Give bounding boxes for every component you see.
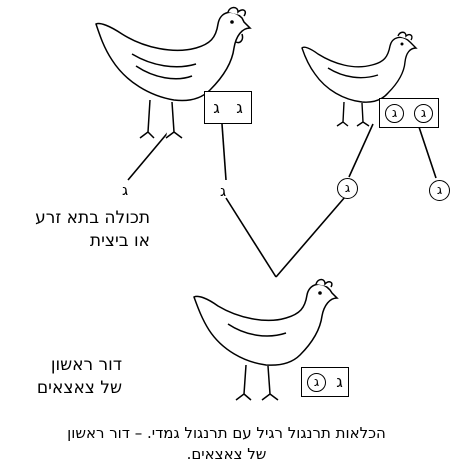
line-merge-right [275, 196, 346, 278]
gamete-right-inner: ג [337, 178, 358, 199]
allele-circled: ג [385, 103, 404, 123]
label-line: דור ראשון [50, 355, 122, 375]
first-generation-label: דור ראשון של צאצאים [12, 354, 122, 400]
gamete-left-inner: ג [220, 182, 227, 200]
line-right-outer [417, 123, 437, 179]
bantam-hen-icon [301, 31, 418, 127]
label-line: או ביצית [89, 231, 150, 251]
line-left-inner [221, 123, 227, 181]
caption-line: של צאצאים. [186, 445, 267, 463]
allele: ג [236, 97, 243, 117]
sperm-or-egg-label: תכולה בתא זרע או ביצית [20, 207, 150, 253]
label-line: תכולה בתא זרע [35, 208, 150, 228]
gamete-left-outer: ג [122, 181, 129, 199]
caption-line: הכלאות תרנגול רגיל עם תרנגול גמדי. – דור… [67, 424, 386, 442]
figure-caption: הכלאות תרנגול רגיל עם תרנגול גמדי. – דור… [20, 423, 433, 465]
line-left-outer [127, 129, 171, 181]
top-left-genotype-box: ג ג [204, 91, 252, 124]
allele-circled: ג [414, 103, 433, 123]
top-right-genotype-box: ג ג [379, 98, 439, 128]
gamete-right-outer: ג [429, 180, 450, 201]
regular-hen-icon [95, 6, 252, 139]
offspring-genotype-box: ג ג [301, 367, 349, 397]
allele: ג [336, 372, 343, 391]
offspring-hen-icon [193, 278, 339, 401]
line-merge-left [225, 197, 277, 278]
line-right-inner [348, 123, 374, 178]
label-line: של צאצאים [36, 378, 122, 398]
allele-circled: ג [307, 372, 327, 392]
allele: ג [213, 97, 220, 117]
